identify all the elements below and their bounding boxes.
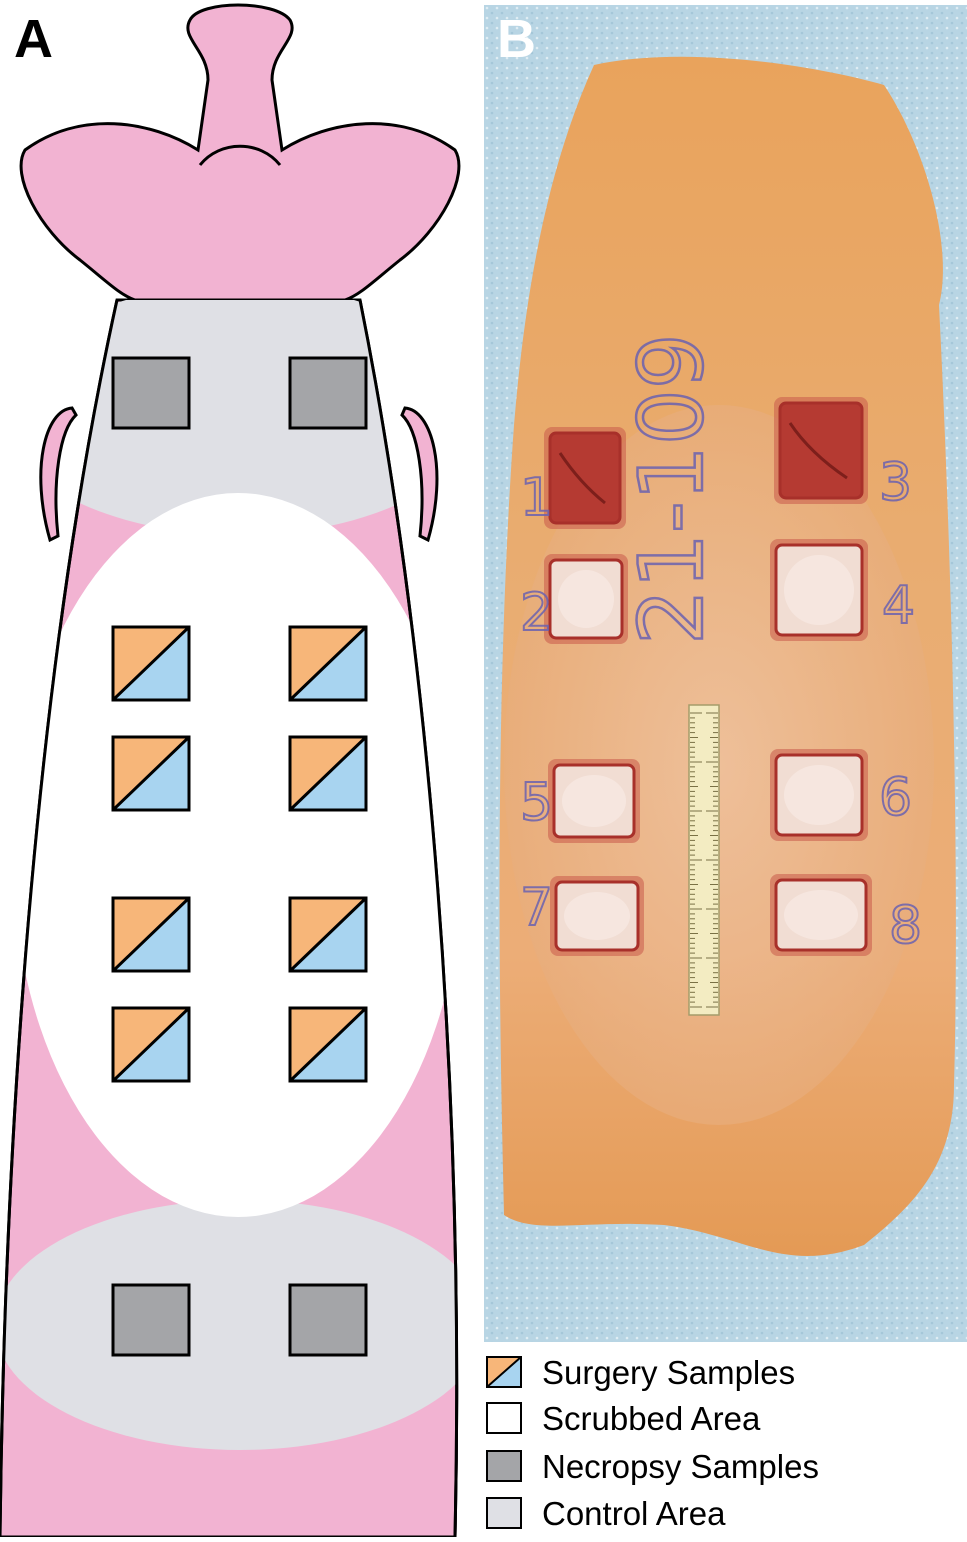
control-swatch-icon — [486, 1497, 522, 1529]
panel-label-b: B — [497, 12, 536, 66]
incision-site — [770, 539, 868, 641]
schematic-panel — [0, 0, 480, 1537]
legend-label: Surgery Samples — [542, 1354, 795, 1392]
incision-site — [548, 759, 640, 843]
site-number-marking: 3 — [879, 453, 912, 513]
surgery-sample-square — [290, 898, 366, 971]
necropsy-sample-square — [113, 1285, 189, 1355]
panel-label-a: A — [14, 12, 53, 66]
site-number-marking: 7 — [520, 878, 553, 938]
pig-head — [21, 5, 459, 300]
incision-site — [544, 427, 626, 529]
necropsy-sample-square — [113, 358, 189, 428]
scrubbed-swatch-icon — [486, 1402, 522, 1434]
surgical-photo: 21-109 1 2 3 4 5 6 7 8 — [484, 5, 967, 1342]
site-number-marking: 6 — [879, 768, 912, 828]
incision-site — [550, 876, 644, 956]
surgery-sample-square — [290, 627, 366, 700]
necropsy-sample-square — [290, 358, 366, 428]
incision-site — [770, 874, 872, 956]
legend-label: Control Area — [542, 1495, 725, 1533]
site-number-marking: 5 — [520, 773, 553, 833]
surgery-sample-square — [290, 737, 366, 810]
surgery-sample-square — [113, 898, 189, 971]
legend-item-control: Control Area — [484, 1493, 967, 1533]
animal-id-marking: 21-109 — [620, 333, 723, 645]
legend-label: Necropsy Samples — [542, 1448, 819, 1486]
legend-item-surgery: Surgery Samples — [484, 1352, 967, 1392]
ruler — [689, 705, 719, 1015]
surgery-sample-square — [113, 737, 189, 810]
right-leg-flap — [402, 408, 437, 540]
incision-site — [770, 749, 868, 841]
photo-illustration: 21-109 1 2 3 4 5 6 7 8 — [484, 5, 967, 1342]
necropsy-sample-square — [290, 1285, 366, 1355]
incision-site — [544, 554, 628, 644]
surgery-swatch-icon — [486, 1356, 522, 1388]
site-number-marking: 2 — [520, 583, 553, 643]
site-number-marking: 4 — [882, 576, 915, 636]
legend-label: Scrubbed Area — [542, 1400, 760, 1438]
pig-schematic — [0, 0, 480, 1537]
scrubbed-area — [13, 493, 463, 1217]
control-area-lower — [0, 1200, 480, 1450]
surgery-sample-square — [113, 627, 189, 700]
left-leg-flap — [41, 408, 76, 540]
surgery-sample-square — [113, 1008, 189, 1081]
legend-item-necropsy: Necropsy Samples — [484, 1446, 967, 1486]
site-number-marking: 1 — [520, 468, 553, 528]
site-number-marking: 8 — [889, 896, 922, 956]
legend: Surgery Samples Scrubbed Area Necropsy S… — [484, 1352, 967, 1537]
surgery-sample-square — [290, 1008, 366, 1081]
incision-site — [774, 397, 868, 504]
legend-item-scrubbed: Scrubbed Area — [484, 1398, 967, 1438]
necropsy-swatch-icon — [486, 1450, 522, 1482]
